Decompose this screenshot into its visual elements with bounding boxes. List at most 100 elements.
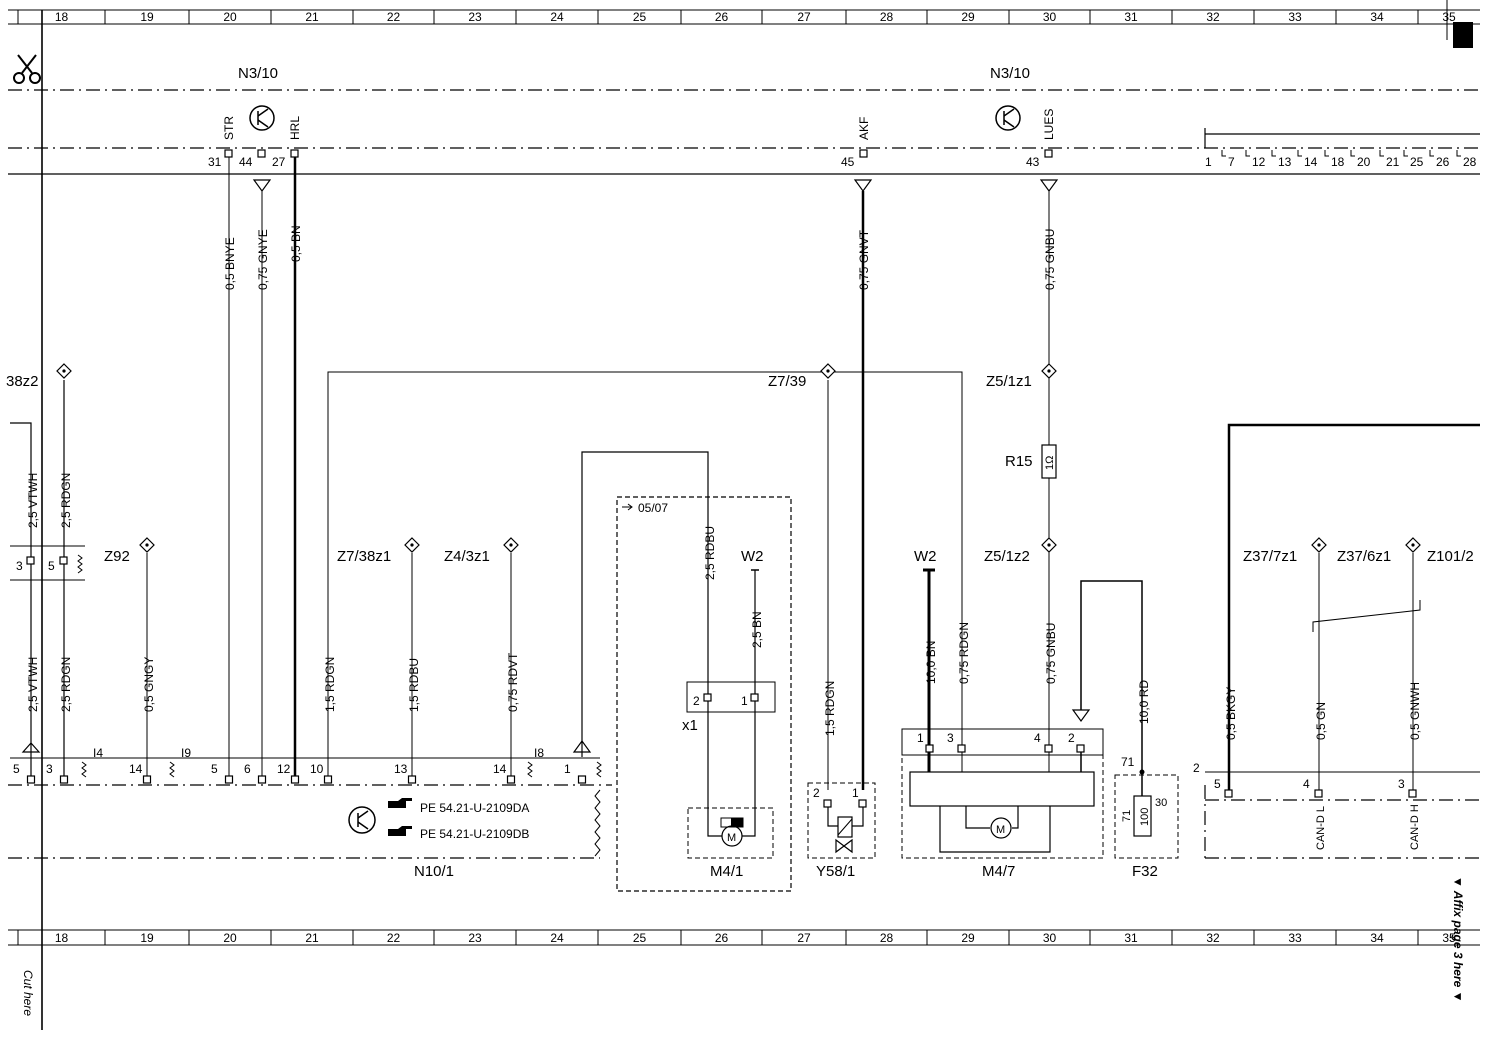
grid-column-label: 27	[797, 931, 811, 945]
label-y58-1: Y58/1	[816, 863, 855, 880]
pin-marker	[1350, 150, 1355, 157]
svg-text:0,5 BKGY: 0,5 BKGY	[1224, 687, 1238, 740]
label-w2-a: W2	[741, 548, 764, 565]
m47-pin-4: 4	[1034, 731, 1041, 745]
n10-pin-number: 1	[564, 762, 571, 776]
label-i9: I9	[181, 746, 191, 760]
label-x1: x1	[682, 717, 698, 734]
grid-column-label: 32	[1206, 10, 1220, 24]
grid-column-label: 22	[387, 931, 401, 945]
grid-column-label: 32	[1206, 931, 1220, 945]
valve-pin-2: 2	[813, 786, 820, 800]
pin-marker	[1297, 150, 1302, 157]
svg-text:0,5 GNGY: 0,5 GNGY	[142, 657, 156, 712]
svg-text:0,75 GNYE: 0,75 GNYE	[256, 229, 270, 290]
fuse-pin-71b: 71	[1121, 810, 1133, 822]
label-z7-38z1: Z7/38z1	[337, 548, 391, 565]
label-z5-1z1: Z5/1z1	[986, 373, 1032, 390]
svg-text:10,0 RD: 10,0 RD	[1137, 680, 1151, 724]
right-pin-5: 5	[1214, 777, 1221, 791]
fuse-pin-71: 71	[1121, 755, 1135, 769]
valve-pin-1: 1	[852, 786, 859, 800]
label-n10-1: N10/1	[414, 863, 454, 880]
grid-column-label: 25	[633, 931, 647, 945]
label-z7-39: Z7/39	[768, 373, 806, 390]
grid-column-label: 22	[387, 10, 401, 24]
motor-icon: M	[727, 832, 736, 844]
n10-pin-marker	[224, 775, 234, 784]
grid-column-label: 18	[55, 931, 69, 945]
cut-here-label: Cut here	[21, 970, 35, 1016]
n10-pin-number: 6	[244, 762, 251, 776]
grid-column-label: 19	[140, 10, 154, 24]
grid-column-label: 34	[1370, 10, 1384, 24]
can-connector: 2 5 4 3 CAN-D L CAN-D H	[1193, 761, 1421, 850]
n10-pin-number: 14	[493, 762, 507, 776]
motor-pin-2: 2	[693, 694, 700, 708]
arrow-icon	[622, 503, 633, 511]
affix-page-label: ▼ Affix page 3 here ▼	[1451, 876, 1465, 1002]
grid-column-label: 20	[223, 931, 237, 945]
svg-text:0,5 BN: 0,5 BN	[289, 225, 303, 262]
splice-dots	[62, 369, 1415, 547]
n10-pin-marker	[577, 775, 587, 784]
n10-pin-marker	[59, 775, 69, 784]
scissors-icon	[13, 54, 41, 84]
pin-marker	[1221, 150, 1226, 157]
n10-pin-marker	[506, 775, 516, 784]
fuse-f32: 71 71 100 30	[1114, 755, 1179, 859]
m47-pin-2: 2	[1068, 731, 1075, 745]
right-pin-3: 3	[1398, 777, 1405, 791]
left-conn-pin-3: 3	[16, 559, 23, 573]
svg-text:10,0 BN: 10,0 BN	[924, 641, 938, 684]
fan-motor-icon: M	[996, 824, 1005, 836]
n3-10-left-label: N3/10	[238, 65, 278, 82]
pin-marker	[1403, 150, 1408, 157]
grid-column-label: 26	[715, 931, 729, 945]
pin-marker	[1379, 150, 1384, 157]
grid-column-label: 20	[223, 10, 237, 24]
svg-text:0,5 GNWH: 0,5 GNWH	[1408, 682, 1422, 740]
n10-pin-number: 10	[310, 762, 324, 776]
pe-ref-2: PE 54.21-U-2109DB	[420, 827, 529, 841]
grid-column-label: 30	[1043, 10, 1057, 24]
right-connector-pin: 21	[1386, 155, 1400, 169]
label-z4-3z1: Z4/3z1	[444, 548, 490, 565]
grid-column-label: 19	[140, 931, 154, 945]
grid-column-label: 18	[55, 10, 69, 24]
label-z101-2: Z101/2	[1427, 548, 1474, 565]
n10-pin-marker	[257, 775, 267, 784]
wire-labels: 0,5 BNYE 0,75 GNYE 0,5 BN 0,75 GNVT 0,75…	[26, 225, 1422, 740]
pin-45: 45	[841, 155, 855, 169]
svg-text:1,5 RDGN: 1,5 RDGN	[823, 681, 837, 736]
svg-text:0,75 GNVT: 0,75 GNVT	[857, 229, 871, 290]
grid-column-label: 26	[715, 10, 729, 24]
svg-text:1,5 RDBU: 1,5 RDBU	[407, 658, 421, 712]
frame	[8, 0, 1480, 1030]
right-connector-pin: 18	[1331, 155, 1345, 169]
transistor-icon	[348, 806, 376, 834]
grid-column-label: 21	[305, 10, 319, 24]
svg-text:0,75 GNBU: 0,75 GNBU	[1044, 623, 1058, 684]
fuse-rating: 100	[1139, 808, 1151, 826]
label-i8: I8	[534, 746, 544, 760]
pointer-icon	[388, 798, 412, 836]
n10-pin-marker	[142, 775, 152, 784]
grid-column-label: 25	[633, 10, 647, 24]
n10-pin-marker	[26, 775, 36, 784]
pin-marker	[1324, 150, 1329, 157]
pe-ref-1: PE 54.21-U-2109DA	[420, 801, 529, 815]
n10-pin-marker	[323, 775, 333, 784]
n10-pin-number: 14	[129, 762, 143, 776]
wires	[10, 157, 1480, 805]
right-pin-2: 2	[1193, 761, 1200, 775]
fan-m4-7: 1 3 4 2 M	[901, 728, 1104, 859]
grid-column-label: 35	[1442, 931, 1456, 945]
left-conn-pin-5: 5	[48, 559, 55, 573]
label-z92: Z92	[104, 548, 130, 565]
svg-text:2,5 VTWH: 2,5 VTWH	[26, 657, 40, 712]
